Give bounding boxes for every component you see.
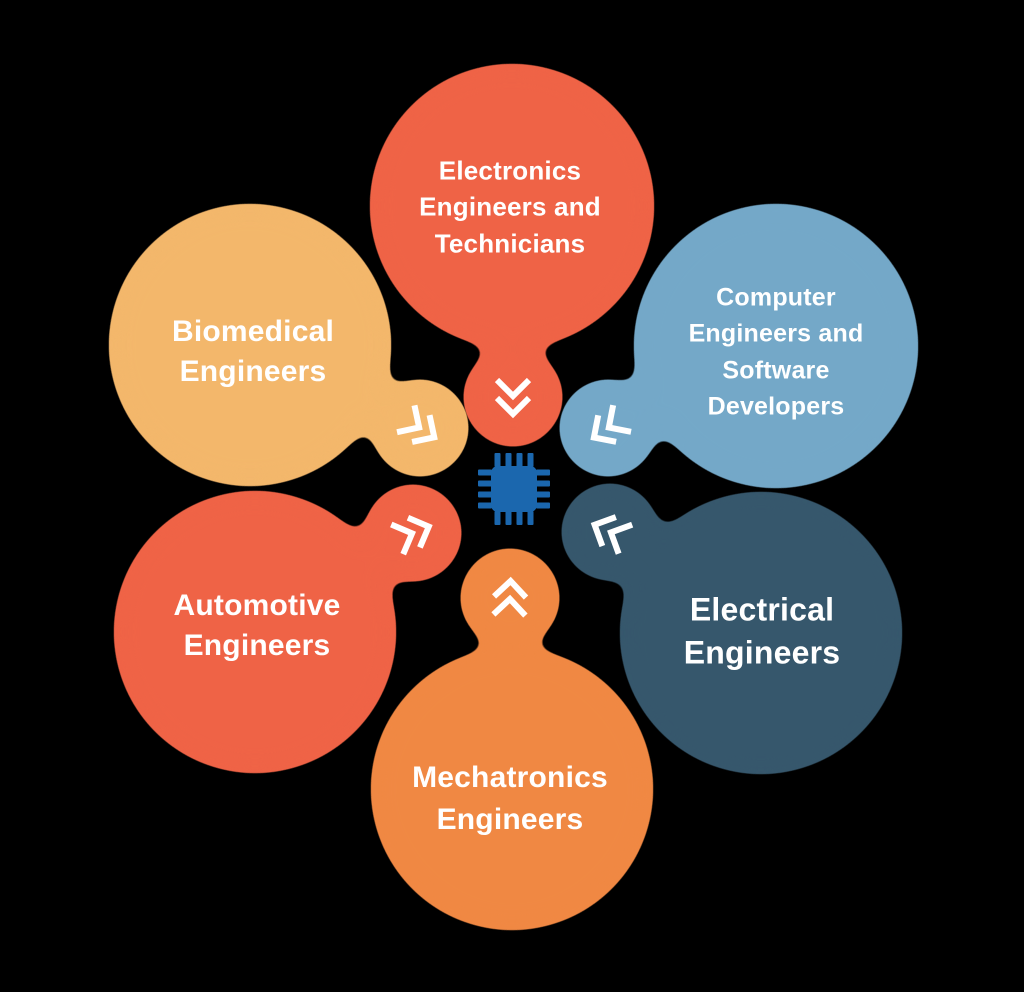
label-mechatronics-engineers: Mechatronics Engineers [412, 761, 608, 836]
label-automotive-engineers: Automotive Engineers [173, 589, 341, 662]
double-chevron-icon-automotive [390, 515, 433, 556]
label-electronics-engineers-and-technicians: Electronics Engineers and Technicians [419, 155, 601, 259]
double-chevron-icon-electrical [590, 514, 634, 555]
double-chevron-icon-biomedical [396, 404, 438, 445]
circle-electronics [370, 64, 654, 348]
blob-automotive [114, 484, 462, 773]
double-chevron-icon-computer [590, 404, 632, 445]
double-chevron-icon-electronics [494, 377, 532, 419]
blob-biomedical [109, 204, 469, 486]
label-computer-engineers-and-software-developers: Computer Engineers and Software Develope… [688, 283, 864, 421]
circle-computer [634, 204, 918, 488]
circle-electrical [620, 492, 902, 774]
circle-biomedical [109, 204, 391, 486]
microchip-icon [478, 453, 550, 525]
double-chevron-icon-mechatronics [491, 576, 529, 618]
label-biomedical-engineers: Biomedical Engineers [171, 315, 335, 388]
circle-mechatronics [371, 648, 653, 930]
label-electrical-engineers: Electrical Engineers [683, 591, 841, 670]
circle-automotive [114, 491, 396, 773]
